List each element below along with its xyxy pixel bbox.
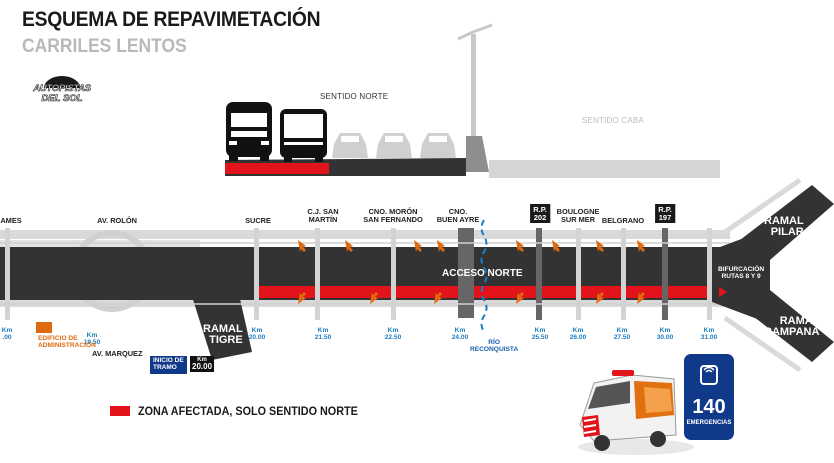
sentido-caba-label: SENTIDO CABA <box>582 116 644 125</box>
autopistas-del-sol-logo: AUTOPISTAS DEL SOL <box>22 74 102 106</box>
cross-section <box>225 23 720 178</box>
av-marquez-label: AV. MARQUEZ <box>92 349 143 358</box>
sun-logo-icon <box>44 76 80 88</box>
building-icon <box>36 322 52 333</box>
truck-icon <box>226 102 272 161</box>
legend-swatch <box>110 406 130 416</box>
page-title: ESQUEMA DE REPAVIMETACIÓN <box>22 8 321 31</box>
label-sucre: SUCRE <box>245 216 271 225</box>
river-line <box>480 219 488 333</box>
label-ames: AMES <box>0 216 22 225</box>
phone-icon <box>700 365 718 385</box>
road-name: ACCESO NORTE <box>442 268 523 279</box>
label-belgrano: BELGRANO <box>601 216 645 225</box>
logo-line-2: DEL SOL <box>41 93 83 105</box>
sentido-norte-label: SENTIDO NORTE <box>320 92 389 101</box>
label-rolon: AV. ROLÓN <box>97 216 137 225</box>
emergency-phone: 140 EMERGENCIAS <box>684 354 734 440</box>
km-marker: Km.00 <box>1 327 13 341</box>
legend-text: ZONA AFECTADA, SOLO SENTIDO NORTE <box>138 404 358 418</box>
page-subtitle: CARRILES LENTOS <box>22 36 187 57</box>
exit-arrow-icon <box>298 240 645 304</box>
bus-icon <box>280 109 327 162</box>
logo-line-1: AUTOPISTAS <box>33 83 91 95</box>
emergency-vehicle-icon <box>578 370 694 455</box>
car-icon <box>332 133 456 158</box>
emergency-label: EMERGENCIAS <box>686 420 732 426</box>
emergency-number: 140 <box>692 396 726 418</box>
route-badge-197: R.P.197 <box>655 204 675 223</box>
label-buen-ayre: CNO.BUEN AYRE <box>436 207 480 224</box>
affected-zone-bar <box>255 286 720 298</box>
affected-lane-section <box>225 163 329 174</box>
route-badge-202: R.P.202 <box>530 204 550 223</box>
